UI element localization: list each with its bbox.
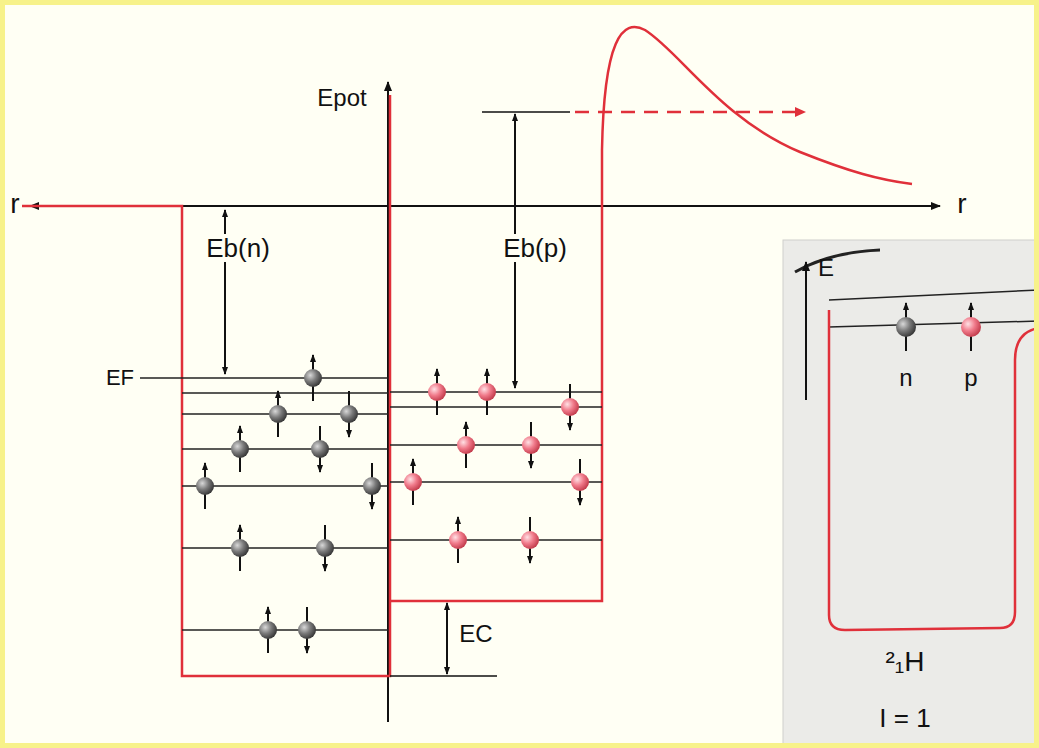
axis-label: Epot: [317, 86, 366, 110]
energy-axis: [387, 82, 389, 722]
energy-label: Eb(p): [500, 234, 570, 262]
particle-label: p: [961, 365, 980, 391]
energy-label: EF: [103, 366, 137, 390]
axis-label: E: [818, 256, 834, 280]
axis-label: r: [10, 190, 19, 218]
energy-levels: [140, 378, 602, 630]
energy-label: Eb(n): [203, 234, 273, 262]
nucleus-label: ²₁H: [886, 648, 925, 676]
spin-label: I = 1: [879, 705, 930, 731]
nucleons: [196, 303, 981, 653]
axis-label: r: [957, 190, 966, 218]
proton-well: [390, 27, 912, 601]
particle-label: n: [896, 365, 915, 391]
deuteron-inset: [783, 240, 1039, 748]
neutron-well: [22, 95, 390, 676]
energy-label: EC: [459, 622, 492, 646]
